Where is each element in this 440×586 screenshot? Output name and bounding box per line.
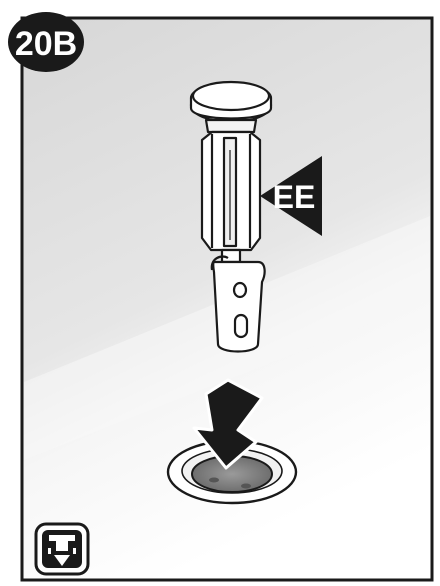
step-number: 20B — [15, 25, 77, 63]
step-badge: 20B — [8, 12, 84, 72]
drain-opening — [166, 439, 298, 505]
callout-pointer: EE — [260, 156, 322, 236]
drain-stopper-icon — [189, 80, 273, 353]
callout-label: EE — [273, 179, 316, 215]
down-arrow-icon — [192, 378, 264, 470]
install-stopper-icon — [34, 522, 90, 576]
